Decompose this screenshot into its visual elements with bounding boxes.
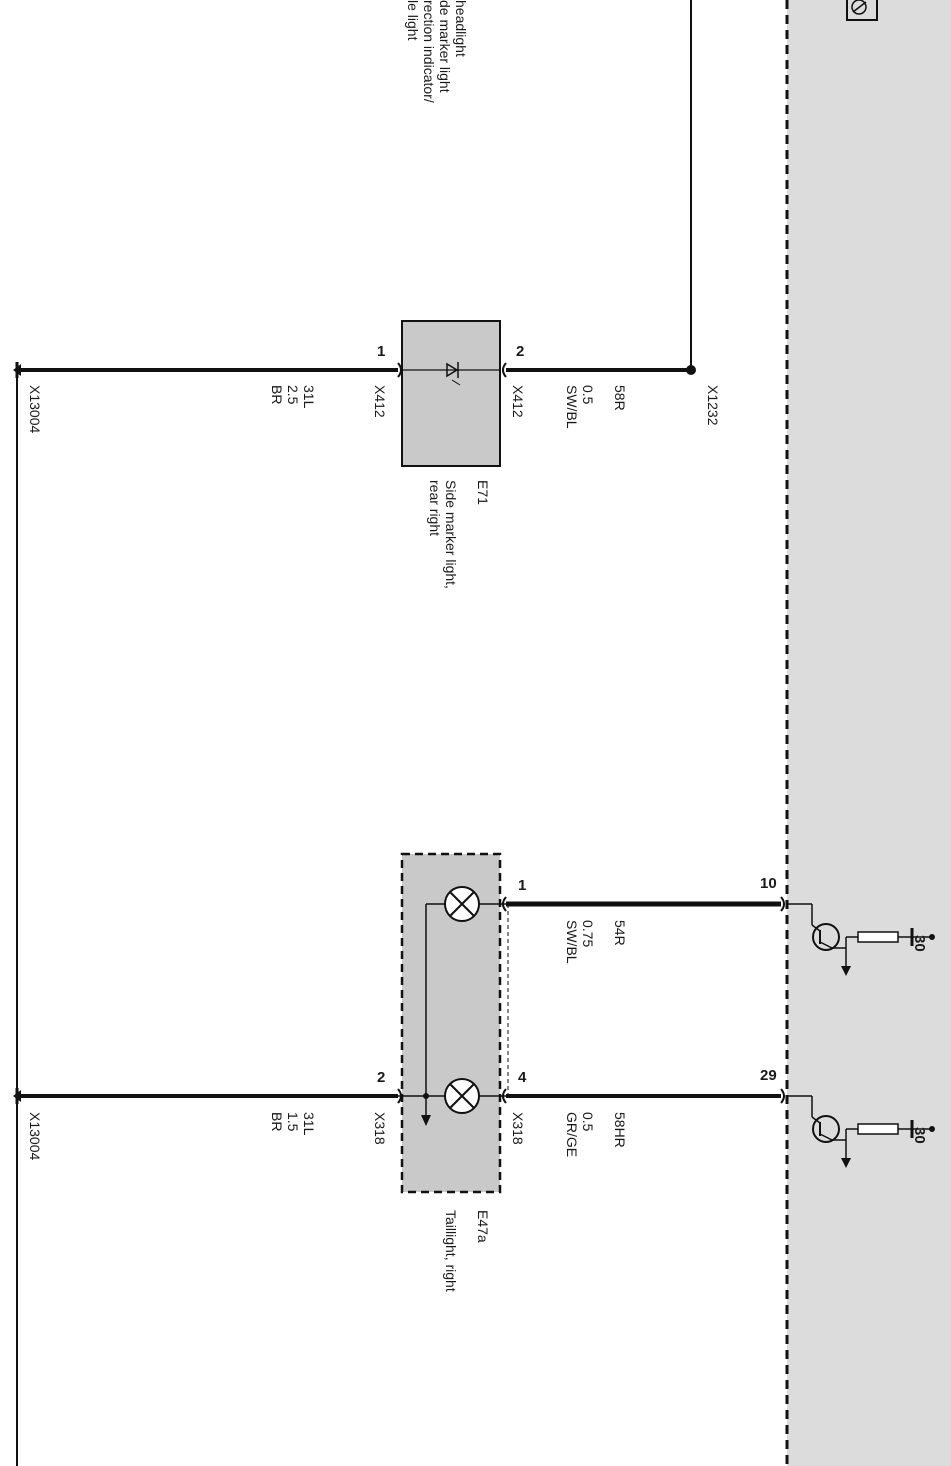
splice-label-x1232: X1232 bbox=[705, 385, 721, 426]
supply-label-a: 30 bbox=[911, 935, 928, 952]
e47a-pin2: 2 bbox=[377, 1069, 385, 1086]
e47a-pin4: 4 bbox=[518, 1069, 527, 1086]
transistor-icon-b bbox=[787, 1095, 935, 1168]
e47a-pin2-connector: X318 bbox=[372, 1112, 388, 1145]
ground-terminal-1 bbox=[13, 362, 21, 378]
header-note-3: rection indicator/ bbox=[421, 0, 437, 103]
e47a-pin2-size: 1.5 bbox=[285, 1112, 301, 1132]
e47a-pin4-color: GR/GE bbox=[564, 1112, 580, 1157]
control-module-panel bbox=[787, 0, 951, 1466]
e71-ground-label: X13004 bbox=[27, 385, 43, 433]
side-marker-body bbox=[401, 320, 501, 467]
module-pin-29: 29 bbox=[760, 1067, 777, 1084]
e47a-pin1-color: SW/BL bbox=[564, 920, 580, 964]
e71-pin2-connector: X412 bbox=[510, 385, 526, 418]
e71-pin2-wire: 58R bbox=[612, 385, 628, 411]
module-pin-10: 10 bbox=[760, 875, 777, 892]
e47a-name: Taillight, right bbox=[443, 1210, 459, 1292]
module-icon bbox=[846, 0, 878, 21]
e71-pin1-size: 2.5 bbox=[285, 385, 301, 405]
e71-pin2-size: 0.5 bbox=[580, 385, 596, 405]
e47a-pin2-wire: 31L bbox=[301, 1112, 317, 1136]
splice-dot-x1232 bbox=[686, 365, 696, 375]
e71-pin2-color: SW/BL bbox=[564, 385, 580, 429]
e71-pin1-labels: BR bbox=[269, 385, 285, 404]
supply-label-b: 30 bbox=[911, 1127, 928, 1144]
e47a-pin2-color: BR bbox=[269, 1112, 285, 1131]
e47a-id: E47a bbox=[475, 1210, 491, 1243]
transistor-icon-a bbox=[787, 903, 935, 976]
e71-pin2: 2 bbox=[516, 343, 524, 360]
led-icon bbox=[402, 362, 500, 386]
e47a-pin1-size: 0.75 bbox=[580, 920, 596, 947]
ground-terminal-2 bbox=[13, 1088, 21, 1104]
e71-pin1-wire: 31L bbox=[301, 385, 317, 409]
e47a-pin1-wire: 54R bbox=[612, 920, 628, 946]
e71-name-line1: Side marker light, bbox=[443, 480, 459, 589]
e47a-pin4-wire: 58HR bbox=[612, 1112, 628, 1148]
e71-name-line2: rear right bbox=[427, 480, 443, 536]
e71-pin1: 1 bbox=[377, 343, 385, 360]
header-note-4: le light bbox=[405, 0, 421, 41]
header-note-1: headlight bbox=[453, 0, 469, 57]
header-note-2: de marker light bbox=[437, 0, 453, 93]
bulb-icon-2 bbox=[444, 1078, 480, 1114]
e47a-pin4-connector: X318 bbox=[510, 1112, 526, 1145]
e71-pin1-color: BR bbox=[269, 385, 285, 404]
bulb-icon-1 bbox=[444, 886, 480, 922]
e71-pin1-connector: X412 bbox=[372, 385, 388, 418]
e47a-pin1: 1 bbox=[518, 877, 526, 894]
header-notes: headlight de marker light rection indica… bbox=[405, 0, 469, 103]
e47a-ground-label: X13004 bbox=[27, 1112, 43, 1160]
e71-id: E71 bbox=[475, 480, 491, 505]
e47a-pin4-size: 0.5 bbox=[580, 1112, 596, 1132]
